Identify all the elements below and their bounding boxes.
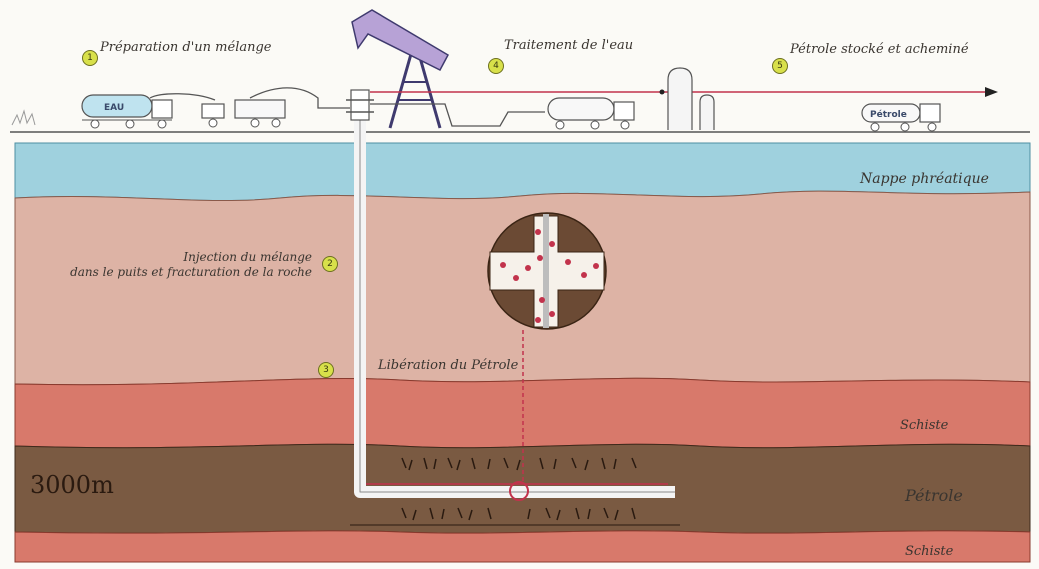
shale-lower-label: Schiste <box>905 544 954 559</box>
water-truck: EAU <box>81 94 173 129</box>
fracture-zoom-detail <box>487 212 607 330</box>
fracture-marks-lower <box>401 507 636 521</box>
mix-truck <box>201 99 286 128</box>
step-1-marker: 1 <box>82 50 98 66</box>
step-3-label: Libération du Pétrole <box>378 358 519 373</box>
step-5-marker: 5 <box>772 58 788 74</box>
arrow-head-icon <box>985 87 998 97</box>
step-4-marker: 4 <box>488 58 504 74</box>
mix-pipe <box>149 87 350 109</box>
step-5-label: Pétrole stocké et acheminé <box>790 42 969 57</box>
return-pipe <box>370 103 545 127</box>
drilling-rig <box>351 9 449 129</box>
grass-tuft <box>11 109 36 126</box>
well-pipe-outline <box>359 115 675 493</box>
shale-upper-label: Schiste <box>900 418 949 433</box>
water-truck-label: EAU <box>104 103 124 113</box>
step-1-label: Préparation d'un mélange <box>100 40 272 55</box>
oil-truck: Pétrole <box>861 103 941 132</box>
zoom-origin-circle <box>509 481 529 501</box>
step-4-label: Traitement de l'eau <box>504 38 634 53</box>
step-2-marker: 2 <box>322 256 338 272</box>
wellhead <box>346 89 374 121</box>
groundwater-label: Nappe phréatique <box>860 171 989 187</box>
storage-tanks <box>667 67 715 130</box>
oil-layer-label: Pétrole <box>905 486 963 505</box>
treatment-truck <box>547 97 635 130</box>
fracture-marks-upper <box>401 457 637 471</box>
oil-truck-label: Pétrole <box>870 109 907 120</box>
depth-label: 3000m <box>30 471 114 499</box>
step-3-marker: 3 <box>318 362 334 378</box>
line-junction <box>659 89 665 95</box>
shale-layer-lower <box>14 530 1031 563</box>
step-2-label: Injection du mélange dans le puits et fr… <box>70 250 312 279</box>
